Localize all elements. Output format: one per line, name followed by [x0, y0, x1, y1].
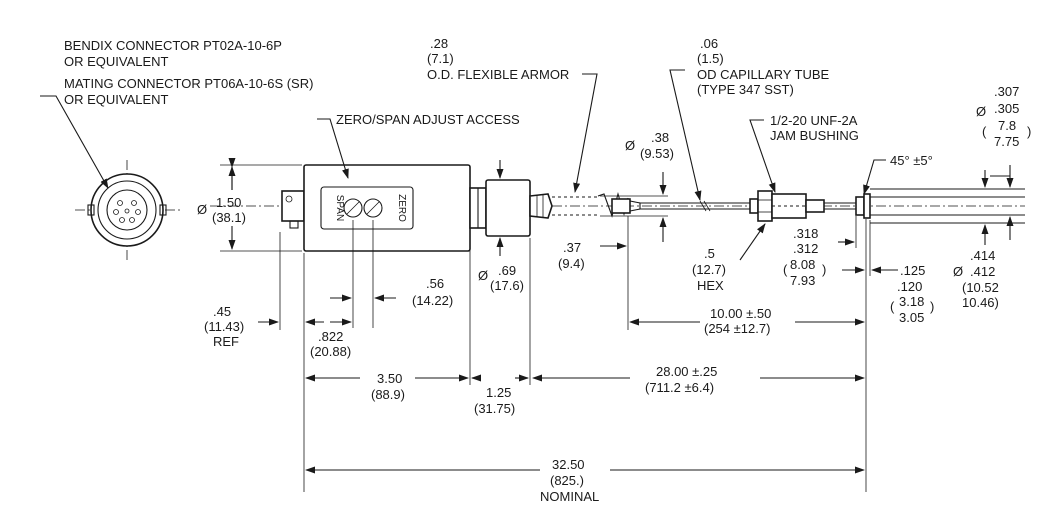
jam-bushing-note2: JAM BUSHING — [770, 128, 859, 143]
hex-label: HEX — [697, 278, 724, 293]
dim-822-mm: (20.88) — [310, 344, 351, 359]
dim-125-in2: .120 — [897, 279, 922, 294]
tip-dia-in1: .307 — [994, 84, 1019, 99]
dim-045-in: .45 — [213, 304, 231, 319]
tip-dia-symbol: Ø — [976, 104, 986, 119]
armor-od-in: .28 — [430, 36, 448, 51]
tip-angle-note: 45° ±5° — [890, 153, 933, 168]
dim-318-paren-close: ) — [822, 262, 826, 277]
dim-125-mm2: 3.05 — [899, 310, 924, 325]
dim-414-mm2: 10.46) — [962, 295, 999, 310]
flexible-armor — [552, 192, 641, 218]
tip-dia-mm1: 7.8 — [998, 118, 1016, 133]
connector-note-line4: OR EQUIVALENT — [64, 92, 169, 107]
dim-414-in2: .412 — [970, 264, 995, 279]
dim-125b-mm: (31.75) — [474, 401, 515, 416]
dim-056-mm: (14.22) — [412, 293, 453, 308]
capillary-tube — [640, 200, 750, 212]
dim-045-mm: (11.43) — [204, 319, 244, 334]
hex-dim-mm: (12.7) — [692, 262, 726, 277]
dim-069-in: .69 — [498, 263, 516, 278]
dim-414-in1: .414 — [970, 248, 995, 263]
tip-dia-in2: .305 — [994, 101, 1019, 116]
armor-end-dia-mm: (9.53) — [640, 146, 674, 161]
capillary-od-mm: (1.5) — [697, 51, 724, 66]
zero-label: ZERO — [396, 194, 407, 222]
armor-od-mm: (7.1) — [427, 51, 454, 66]
dim-056-in: .56 — [426, 276, 444, 291]
dim-125-in1: .125 — [900, 263, 925, 278]
dim-318-mm2: 7.93 — [790, 273, 815, 288]
dim-069-dia-symbol: Ø — [478, 268, 488, 283]
dim-3250-in: 32.50 — [552, 457, 585, 472]
capillary-desc2: (TYPE 347 SST) — [697, 82, 794, 97]
dim-2800-in: 28.00 ±.25 — [656, 364, 717, 379]
dim-350-mm: (88.9) — [371, 387, 405, 402]
dim-069-mm: (17.6) — [490, 278, 524, 293]
armor-end-dia-in: .38 — [651, 130, 669, 145]
connector-note-line2: OR EQUIVALENT — [64, 54, 169, 69]
dim-037-in: .37 — [563, 240, 581, 255]
capillary-desc1: OD CAPILLARY TUBE — [697, 67, 830, 82]
dim-350-in: 3.50 — [377, 371, 402, 386]
armor-od-desc: O.D. FLEXIBLE ARMOR — [427, 67, 569, 82]
hex-dim-in: .5 — [704, 246, 715, 261]
dim-1000-mm: (254 ±12.7) — [704, 321, 770, 336]
dim-822-in: .822 — [318, 329, 343, 344]
body-dia-symbol: Ø — [197, 202, 207, 217]
dim-318-in2: .312 — [793, 241, 818, 256]
dim-318-in1: .318 — [793, 226, 818, 241]
dim-125b-in: 1.25 — [486, 385, 511, 400]
zero-span-note: ZERO/SPAN ADJUST ACCESS — [336, 112, 520, 127]
dim-414-mm1: (10.52 — [962, 280, 999, 295]
jam-bushing-note1: 1/2-20 UNF-2A — [770, 113, 858, 128]
dim-3250-nominal: NOMINAL — [540, 489, 599, 504]
armor-end-dia-symbol: Ø — [625, 138, 635, 153]
dim-125-paren-open: ( — [890, 299, 895, 314]
dim-125-mm1: 3.18 — [899, 294, 924, 309]
capillary-od-in: .06 — [700, 36, 718, 51]
dim-3250-mm: (825.) — [550, 473, 584, 488]
body-dia-in: 1.50 — [216, 195, 241, 210]
transmitter-housing — [281, 164, 553, 252]
dim-318-paren-open: ( — [783, 262, 788, 277]
connector-end-view — [75, 160, 180, 262]
tip-paren-open: ( — [982, 124, 987, 139]
connector-note-line3: MATING CONNECTOR PT06A-10-6S (SR) — [64, 76, 313, 91]
dim-037-mm: (9.4) — [558, 256, 585, 271]
tip-paren-close: ) — [1027, 124, 1031, 139]
dim-045-ref: REF — [213, 334, 239, 349]
body-dia-mm: (38.1) — [212, 210, 246, 225]
dim-1000-in: 10.00 ±.50 — [710, 306, 771, 321]
dim-2800-mm: (711.2 ±6.4) — [645, 380, 714, 395]
jam-bushing — [749, 190, 856, 222]
connector-note-line1: BENDIX CONNECTOR PT02A-10-6P — [64, 38, 282, 53]
dim-414-dia-symbol: Ø — [953, 264, 963, 279]
span-label: SPAN — [334, 195, 345, 222]
dim-318-mm1: 8.08 — [790, 257, 815, 272]
dim-125-paren-close: ) — [930, 299, 934, 314]
tip-dia-mm2: 7.75 — [994, 134, 1019, 149]
